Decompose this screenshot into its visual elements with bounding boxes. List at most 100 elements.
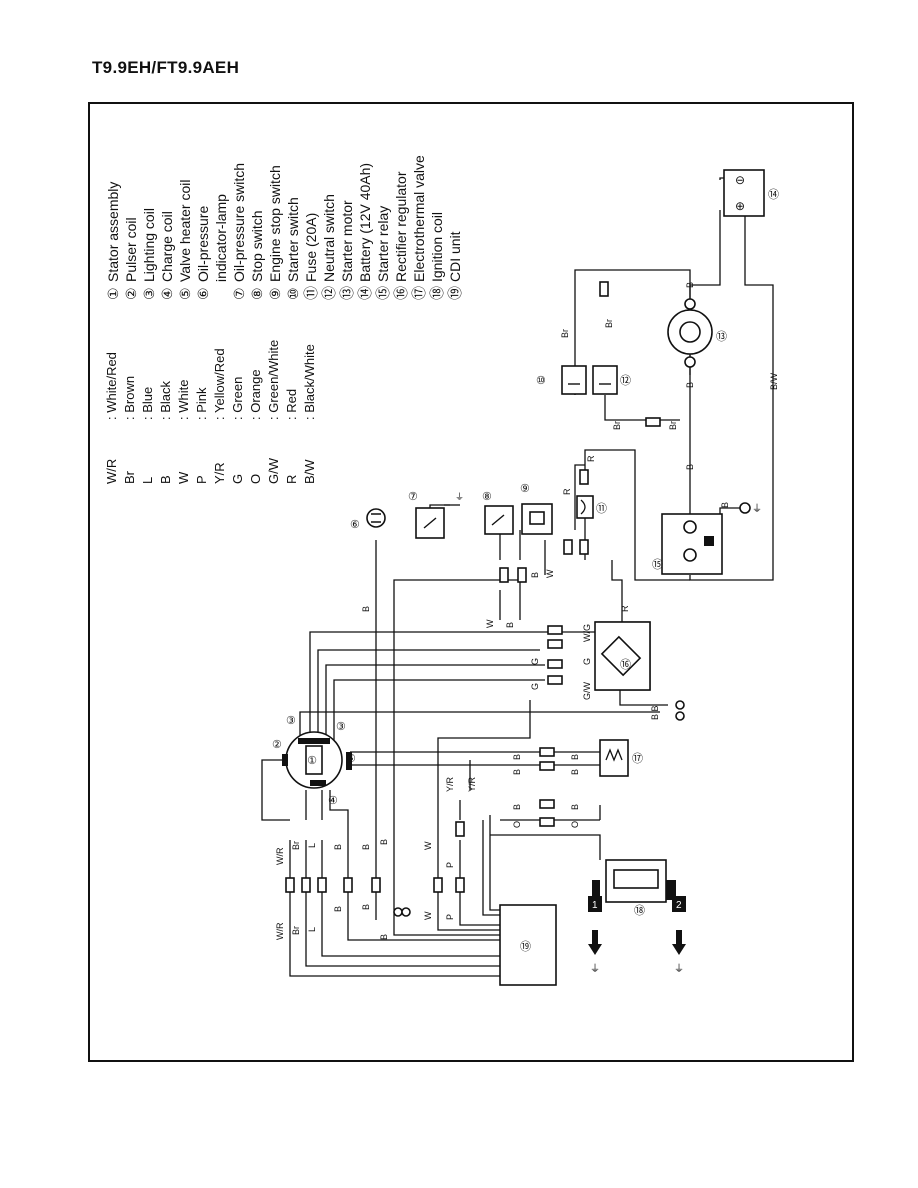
marker-6: ⑥: [350, 519, 360, 531]
engine-stop-switch: ⑨: [520, 483, 553, 535]
battery-minus: ⊖: [735, 173, 745, 187]
component-name: Valve heater coil: [177, 180, 193, 282]
marker-14: ⑭: [768, 188, 779, 201]
component-name: Stator assembly: [105, 182, 121, 282]
wire: [329, 790, 349, 825]
wire-label-b: B: [512, 769, 522, 775]
component-name: Rectifier regulator: [393, 171, 409, 282]
plug-1-label: 1: [592, 900, 598, 911]
component-legend: ① Stator assembly ② Pulser coil ③ Lighti…: [105, 155, 463, 300]
component-number: ⑨: [267, 287, 283, 300]
component-name: Starter relay: [375, 206, 391, 282]
wire-label-l: L: [307, 927, 317, 932]
color-code: L: [140, 477, 155, 484]
electrothermal-valve: ⑰: [599, 739, 643, 777]
component-number: ⑤: [177, 287, 193, 300]
ground-terminal-icon: [739, 502, 751, 514]
color-code: Y/R: [212, 462, 227, 484]
color-code: Br: [122, 470, 137, 484]
wire-label-b: B: [379, 934, 389, 940]
marker-19: ⑲: [520, 940, 531, 953]
component-number: ⑱: [429, 286, 445, 300]
wire-label-r: R: [586, 455, 596, 462]
ignition-coil: ⑱: [592, 859, 676, 917]
marker-9: ⑨: [520, 483, 530, 495]
component-name: Electrothermal valve: [411, 155, 427, 282]
arrow-up-icon: [588, 930, 602, 955]
component-name: CDI unit: [447, 231, 463, 282]
color-code: B/W: [302, 459, 317, 484]
wire-label-b: B: [720, 502, 730, 508]
color-code: R: [284, 475, 299, 484]
wire-label-r: R: [562, 488, 572, 495]
marker-15: ⑮: [652, 558, 663, 571]
fuse: ⑪: [576, 495, 607, 519]
wire: [605, 269, 691, 540]
wire: [305, 840, 500, 967]
wire: [689, 210, 721, 310]
wire: [261, 759, 290, 821]
component-name: indicator-lamp: [213, 194, 229, 282]
wire-label-b: B: [685, 282, 695, 288]
wire: [393, 579, 520, 840]
neutral-switch: ⑫: [592, 365, 631, 395]
wire: [489, 815, 500, 911]
cdi-unit: ⑲: [499, 904, 557, 986]
component-number: ⑪: [303, 286, 319, 300]
charge-coil-icon: [310, 780, 326, 786]
component-number: ②: [123, 287, 139, 300]
wire-label-b: B: [530, 572, 540, 578]
component-name: Pulser coil: [123, 217, 139, 282]
arrow-up-icon: [672, 930, 686, 955]
wire-label-w: W: [545, 569, 555, 578]
wire-label-b: B: [570, 754, 580, 760]
color-name: : Yellow/Red: [212, 348, 227, 420]
wire-label-p: P: [445, 914, 455, 920]
wire-label-b: B: [361, 844, 371, 850]
spark-plug-2: 2 ⏚: [672, 896, 686, 975]
wire-label-g: G: [582, 658, 592, 665]
wire: [619, 690, 668, 706]
marker-4: ④: [328, 795, 338, 807]
wire-label-bb: B B: [650, 705, 660, 720]
rectifier-regulator: ⑯: [594, 621, 651, 691]
component-number: ③: [141, 287, 157, 300]
marker-2: ②: [272, 739, 282, 751]
ground-terminal-icon: [675, 700, 685, 710]
wire-label-bw: B/W: [769, 372, 779, 390]
wire-label-w: W: [485, 619, 495, 628]
wire: [347, 825, 500, 941]
wire-label-b: B: [333, 906, 343, 912]
color-code: B: [158, 475, 173, 484]
component-name: Oil-pressure switch: [231, 163, 247, 282]
color-name: : Brown: [122, 376, 137, 420]
component-number: ⑬: [339, 286, 355, 300]
oil-pressure-indicator-lamp: ⑥: [350, 508, 386, 531]
wire-label-br: Br: [560, 329, 570, 338]
wire-label-br: Br: [291, 841, 301, 850]
wire-label-p: P: [445, 862, 455, 868]
component-name: Charge coil: [159, 211, 175, 282]
wire: [299, 711, 660, 740]
stator-core-icon: [305, 745, 323, 775]
wire: [333, 679, 545, 740]
wire-label-br: Br: [291, 926, 301, 935]
ground-terminal-icon: [675, 711, 685, 721]
wire-label-w: W: [423, 911, 433, 920]
wire: [719, 507, 745, 540]
wire-label-b: B: [685, 464, 695, 470]
wire-label-l: L: [307, 843, 317, 848]
ground-icon: ⏚: [752, 503, 762, 515]
component-number: ⑩: [285, 287, 301, 300]
starter-relay: ⑮: [652, 513, 723, 575]
page-title: T9.9EH/FT9.9AEH: [92, 58, 240, 77]
wire: [574, 464, 585, 530]
component-number: ④: [159, 287, 175, 300]
wire-label-gw: G/W: [582, 681, 592, 700]
wire: [393, 840, 500, 936]
wire-label-b: B: [685, 382, 695, 388]
wire-label-b: B: [333, 844, 343, 850]
wire-label-wr: W/R: [275, 847, 285, 865]
wire-label-b: B: [361, 606, 371, 612]
wire: [482, 820, 500, 916]
